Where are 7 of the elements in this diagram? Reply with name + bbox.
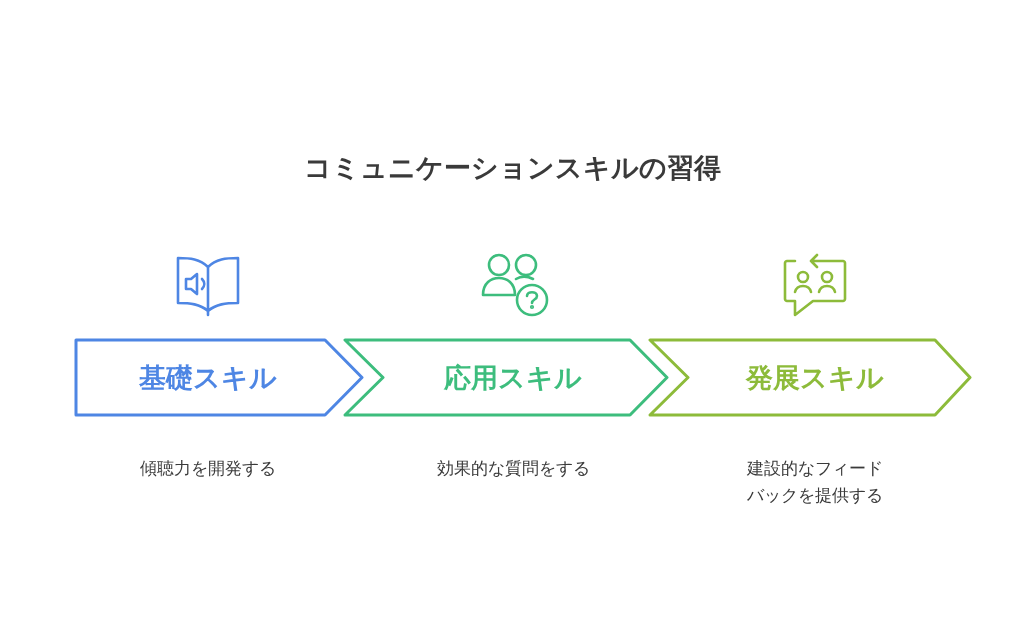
diagram-title: コミュニケーションスキルの習得 xyxy=(302,151,722,185)
stage-label: 発展スキル xyxy=(746,360,884,395)
stage-description: 建設的なフィードバックを提供する xyxy=(746,457,884,508)
stage-label: 基礎スキル xyxy=(139,360,277,395)
stage-description: 傾聴力を開発する xyxy=(139,457,277,480)
stage-description: 効果的な質問をする xyxy=(435,457,591,480)
stage-label: 応用スキル xyxy=(444,360,582,395)
